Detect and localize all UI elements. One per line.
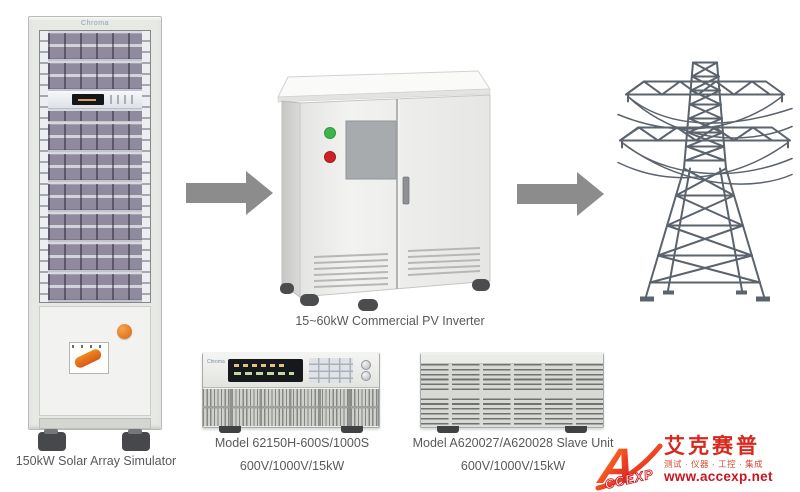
logo-letter: A xyxy=(594,438,638,492)
master-unit-model-caption: Model 62150H-600S/1000S xyxy=(214,436,370,450)
vent-grille xyxy=(203,388,379,426)
grille-module xyxy=(48,242,142,272)
power-lines xyxy=(617,95,793,185)
caster-wheel xyxy=(38,429,66,451)
red-led-indicator xyxy=(324,151,336,163)
accexp-logo: A CCEXP 艾克赛普 测试 · 仪器 · 工控 · 集成 www.accex… xyxy=(594,436,798,492)
inverter-caption: 15~60kW Commercial PV Inverter xyxy=(295,314,485,328)
grille-module xyxy=(48,212,142,242)
unit-brand-label: Chroma xyxy=(207,359,225,365)
accexp-letter-a-icon: A CCEXP xyxy=(594,438,663,492)
front-panel: Chroma xyxy=(203,355,379,388)
rack-base xyxy=(39,418,151,429)
rack-rail-right xyxy=(142,31,150,302)
cabinet-feet xyxy=(280,279,490,311)
door-handle xyxy=(402,176,410,205)
slave-unit-model-caption: Model A620027/A620028 Slave Unit xyxy=(412,436,614,450)
keypad xyxy=(308,358,353,383)
tower-crossarm-upper xyxy=(625,80,785,103)
right-arrow-icon xyxy=(186,171,273,215)
grille-module xyxy=(48,31,142,61)
grille-module xyxy=(48,182,142,212)
arrow-head xyxy=(577,172,604,216)
company-name-cn: 艾克赛普 xyxy=(664,435,760,458)
slave-unit-rating-caption: 600V/1000V/15kW xyxy=(460,459,566,473)
display-panel xyxy=(345,120,397,180)
logo-text-block: 艾克赛普 测试 · 仪器 · 工控 · 集成 www.accexp.net xyxy=(664,436,773,483)
grille-strip xyxy=(48,109,142,122)
vent-slots xyxy=(313,247,481,288)
front-panel-top-strip xyxy=(421,355,603,364)
arrow-head xyxy=(246,171,273,215)
arrow-shaft xyxy=(186,183,246,203)
control-buttons xyxy=(110,95,137,104)
pv-inverter-image xyxy=(277,70,491,311)
cabinet-body xyxy=(277,70,491,311)
company-tagline-cn: 测试 · 仪器 · 工控 · 集成 xyxy=(664,459,764,469)
rack-opening xyxy=(39,30,151,303)
master-unit-image: Chroma xyxy=(202,352,380,433)
tower-feet xyxy=(640,290,770,302)
rack-bottom-panel xyxy=(39,306,151,416)
control-knobs xyxy=(356,358,375,384)
grille-module xyxy=(48,61,142,91)
breaker-lever xyxy=(72,346,103,370)
unit-foot xyxy=(437,426,460,433)
unit-foot xyxy=(218,426,241,433)
grille-module xyxy=(48,272,142,302)
tower-crossarm-lower xyxy=(619,126,791,149)
tower-mast xyxy=(683,61,727,170)
solar-array-simulator-image: Chroma xyxy=(28,16,162,430)
logo-swoosh xyxy=(595,443,663,491)
tower-legs xyxy=(645,167,765,298)
master-unit-rating-caption: 600V/1000V/15kW xyxy=(239,459,345,473)
unit-foot xyxy=(341,426,364,433)
rack-brand-label: Chroma xyxy=(81,20,109,27)
control-panel-module xyxy=(48,91,142,109)
grille-module xyxy=(48,122,142,152)
lcd-display xyxy=(72,94,105,105)
slave-unit-image xyxy=(420,352,604,433)
green-led-indicator xyxy=(324,127,336,139)
vfd-display xyxy=(227,359,304,382)
vent-grille xyxy=(421,364,603,425)
arrow-shaft xyxy=(517,184,577,204)
transmission-tower-icon xyxy=(617,61,793,302)
power-button xyxy=(117,324,133,340)
caster-wheel xyxy=(122,429,150,451)
breaker-switch xyxy=(68,341,109,374)
rack-rail-left xyxy=(40,31,48,302)
right-arrow-icon xyxy=(517,172,604,216)
company-website: www.accexp.net xyxy=(664,468,773,484)
unit-foot xyxy=(564,426,587,433)
grille-module xyxy=(48,152,142,182)
simulator-caption: 150kW Solar Array Simulator xyxy=(15,454,177,468)
